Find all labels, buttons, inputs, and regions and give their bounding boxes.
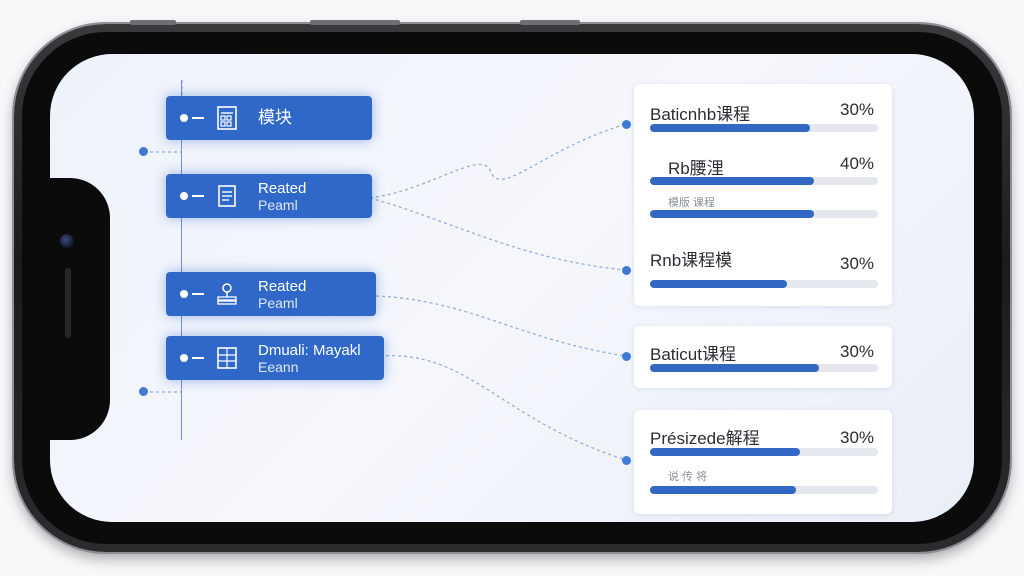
progress-track (650, 448, 878, 456)
front-camera (60, 234, 74, 248)
lamp-books-icon (217, 283, 237, 305)
card-anchor-dot (622, 120, 631, 129)
module-item[interactable]: 模块 (166, 96, 372, 140)
module-text: Reated Peaml (258, 180, 306, 214)
module-sublabel: Eeann (258, 359, 299, 375)
progress-fill (650, 364, 819, 372)
course-title: Rnb课程模 (650, 251, 733, 270)
progress-track (650, 486, 878, 494)
module-connector (192, 117, 204, 119)
module-text: Reated Peaml (258, 278, 306, 312)
volume-button (130, 20, 176, 25)
module-bullet (180, 114, 188, 122)
progress-track (650, 280, 878, 288)
tree-node-dot (139, 387, 148, 396)
progress-fill (650, 280, 787, 288)
module-item[interactable]: Reated Peaml (166, 272, 376, 316)
card-anchor-dot (622, 266, 631, 275)
module-item[interactable]: Dmuali: Mayakl Eeann (166, 336, 384, 380)
course-percent: 30% (840, 342, 875, 361)
module-label: Reated (258, 180, 307, 197)
module-bullet (180, 192, 188, 200)
document-icon (218, 185, 236, 207)
power-button (310, 20, 400, 25)
course-note: 说 传 将 (668, 471, 708, 483)
module-item[interactable]: Reated Peaml (166, 174, 372, 218)
progress-fill (650, 124, 810, 132)
module-connector (192, 357, 204, 359)
module-sublabel: Peaml (258, 295, 298, 311)
module-connector (192, 293, 204, 295)
course-percent: 30% (840, 100, 875, 119)
module-sublabel: Peaml (258, 197, 298, 213)
phone-notch (36, 178, 110, 440)
course-percent: 40% (840, 154, 875, 173)
module-text: Dmuali: Mayakl Eeann (258, 342, 361, 376)
course-title: Baticut课程 (650, 345, 736, 364)
progress-fill (650, 210, 815, 218)
progress-card: Baticut课程 30% (634, 326, 892, 388)
module-bullet (180, 354, 188, 362)
progress-card: Baticnhb课程 30% Rb腰浬 40% 模版 课程 Rnb课程模 30% (634, 84, 892, 306)
side-button (520, 20, 580, 25)
module-label: Reated (258, 278, 307, 295)
module-label: Dmuali: Mayakl (258, 342, 361, 359)
card-anchor-dot (622, 456, 631, 465)
course-percent: 30% (840, 428, 875, 447)
progress-card: Présizede解程 30% 说 传 将 (634, 410, 892, 514)
tree-node-dot (139, 147, 148, 156)
course-title: Baticnhb课程 (650, 105, 751, 124)
tree-trunk (181, 80, 182, 440)
card-anchor-dot (622, 352, 631, 361)
module-bullet (180, 290, 188, 298)
progress-fill (650, 177, 815, 185)
speaker-grille (65, 268, 71, 338)
progress-fill (650, 448, 801, 456)
course-percent: 30% (840, 254, 875, 273)
course-note: 模版 课程 (668, 197, 716, 209)
module-connector (192, 195, 204, 197)
module-label: 模块 (258, 108, 292, 127)
progress-track (650, 124, 878, 132)
progress-track (650, 210, 878, 218)
course-title: Présizede解程 (650, 429, 760, 448)
grid-icon (217, 347, 237, 369)
progress-track (650, 177, 878, 185)
progress-fill (650, 486, 796, 494)
progress-track (650, 364, 878, 372)
course-title: Rb腰浬 (668, 159, 724, 178)
document-grid-icon (217, 106, 237, 130)
